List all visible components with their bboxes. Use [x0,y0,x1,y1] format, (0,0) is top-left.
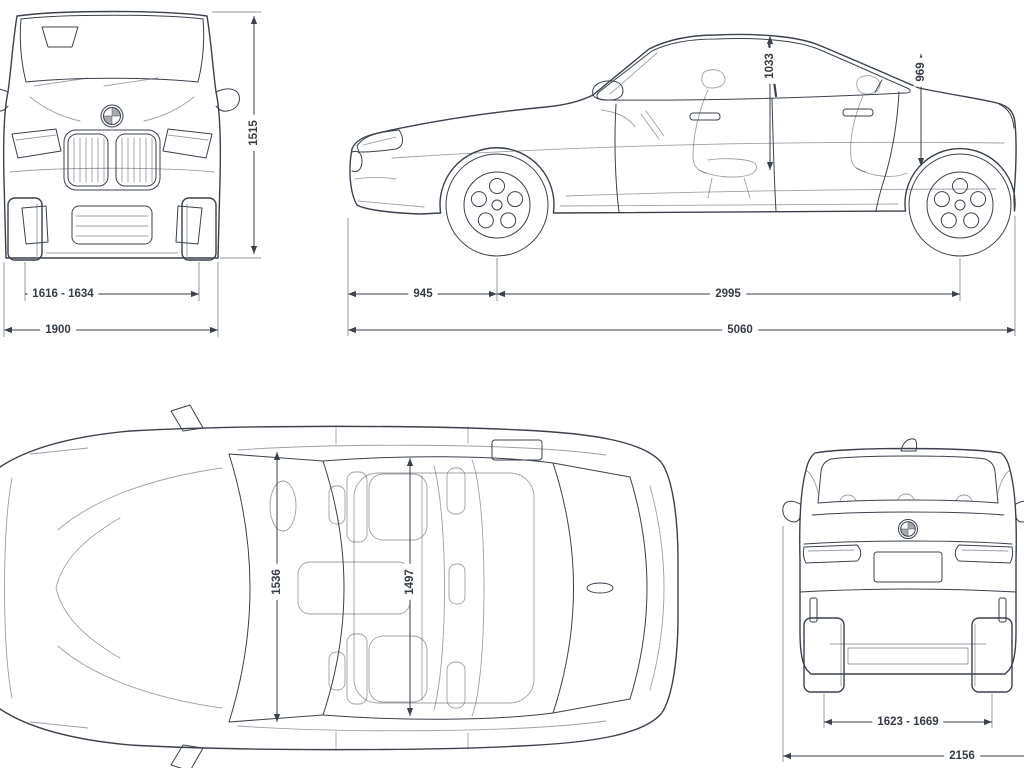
roof-rear-arc [552,462,574,714]
lower-crease [565,188,997,197]
c-pillars [552,462,631,714]
taillights [802,544,1014,564]
dim-label-interior-height-rear: 969 [913,57,929,87]
front-wheel [445,153,549,257]
wipers [33,77,159,87]
front-mirror-left [0,88,9,112]
side-headlight-inner [362,136,397,146]
dim-label-interior-height-front: 1033 [762,48,778,84]
rear-shoulder-lines [805,469,1011,494]
rear-view-drawing [782,438,1024,762]
trunk-line [811,511,1005,516]
side-bumper-lines [354,177,425,208]
side-view-drawing [347,33,1017,336]
antenna-fin [586,582,614,594]
dim-label-overall-width: 1900 [40,322,76,338]
dim-label-overall-length: 5060 [722,322,758,338]
rear-reflector-right [998,597,1007,623]
rear-diffuser [829,643,987,665]
dim-label-interior-width-rear: 1497 [402,564,418,600]
rear-wheel [908,153,1012,257]
rear-reflector-left [809,597,818,623]
headlights [11,128,213,159]
rear-glass-arc [629,476,648,700]
door-seam-ticks [335,426,469,750]
rear-mirror-left [782,500,801,523]
rear-mirror-right [1015,500,1024,523]
top-body-outline [0,425,679,751]
side-glasshouse [596,37,911,101]
top-bumper-inner [4,477,13,699]
side-body-outline [349,33,1017,215]
top-interior-sketch [269,459,485,717]
front-tires [7,197,217,261]
a-pillar-inner [609,52,658,95]
character-line [391,141,1005,159]
front-air-intakes [21,205,203,245]
dim-label-front-overhang: 945 [408,286,438,302]
rear-antenna-fin [900,438,918,452]
quarter-window-divider [874,79,883,93]
cowl-arc [228,453,251,723]
rear-body-outline [799,447,1017,675]
roof-detail [491,439,543,461]
dim-label-rear-track: 1623 - 1669 [872,714,944,730]
kidney-grille [63,129,161,191]
rear-tires [803,617,1013,693]
taillight-top-line [803,540,1013,545]
top-mirror-right [170,744,204,768]
door-handle-front [689,112,721,121]
trunk-arc [649,485,665,691]
dim-label-front-track: 1616 - 1634 [27,286,99,302]
side-mirror [592,80,624,101]
top-hood-lines [55,467,223,709]
front-body-outline [2,10,222,259]
rocker-line [559,203,899,207]
top-view-drawing [0,404,679,768]
bumper-top-line [9,167,215,173]
front-mirror-right [215,88,240,112]
side-headlight [356,129,404,153]
rear-bumper-line [799,588,1017,593]
side-grille [351,150,363,172]
sunroof [353,472,535,704]
rear-bmw-roundel-icon [898,519,918,539]
top-headlight-lines [29,447,89,729]
rear-headrests [839,493,973,502]
dim-label-interior-width-front: 1536 [269,564,285,600]
rear-dimension-lines [782,526,1024,762]
front-windshield [19,14,205,83]
side-interior-sketch [600,69,908,199]
dim-label-wheelbase: 2995 [710,286,746,302]
rearview-mirror [41,26,79,48]
roof-sides [322,456,554,720]
license-plate-recess [873,551,943,583]
taillight-side [998,103,1015,129]
rear-window [817,455,999,504]
side-dimension-lines [347,216,1016,336]
door-inner-edges [237,444,607,732]
dim-label-width-with-mirrors: 2156 [944,748,980,764]
door-seams [614,91,900,213]
bmw-roundel-icon [100,104,124,128]
dim-label-front-height: 1515 [246,115,262,151]
top-mirror-left [170,404,204,432]
windshield-top-arc [322,460,345,716]
hood-creases [29,96,195,122]
